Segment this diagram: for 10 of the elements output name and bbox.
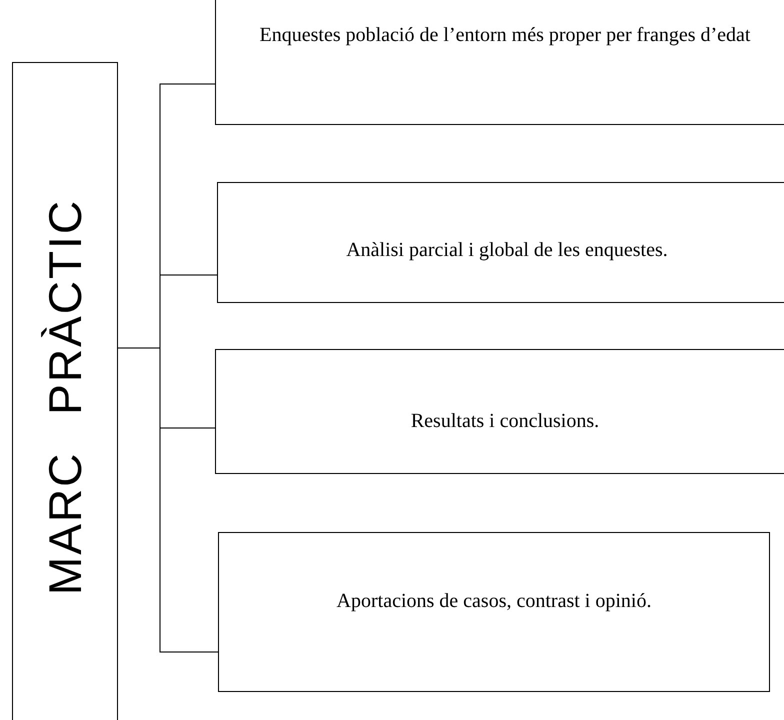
step-box: [215, 349, 784, 474]
step-box: [218, 532, 770, 692]
step-box: [215, 0, 784, 125]
step-box: [217, 182, 784, 303]
vertical-heading: MARC PRÀCTIC: [38, 198, 92, 596]
step-text: Aportacions de casos, contrast i opinió.: [336, 589, 652, 614]
title-panel: [12, 62, 118, 720]
step-text: Anàlisi parcial i global de les enquestes.: [345, 238, 669, 263]
step-text: Enquestes població de l’entorn més proper per franges d’edat: [258, 23, 752, 48]
step-text: Resultats i conclusions.: [410, 409, 600, 434]
